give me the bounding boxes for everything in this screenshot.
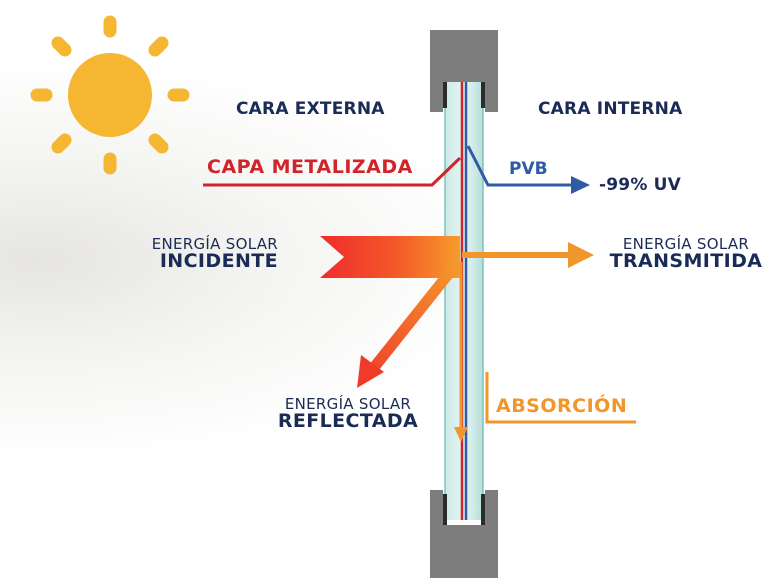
metal-coating-leader [203, 156, 462, 187]
glass-panel [444, 78, 484, 520]
inner-face-label: CARA INTERNA [538, 99, 683, 119]
pvb-label: PVB [509, 159, 548, 179]
transmitted-energy-arrow [462, 242, 594, 268]
reflected-energy-line2: REFLECTADA [277, 410, 419, 432]
incident-energy-line2: INCIDENTE [159, 250, 278, 272]
reflected-energy-label: ENERGÍA SOLAR REFLECTADA [268, 397, 428, 431]
uv-label: -99% UV [599, 175, 682, 195]
sun-icon [30, 15, 190, 175]
transmitted-energy-line1: ENERGÍA SOLAR [622, 235, 750, 253]
reflected-energy-line1: ENERGÍA SOLAR [284, 395, 412, 413]
transmitted-energy-line2: TRANSMITIDA [609, 250, 763, 272]
pvb-uv-arrow [466, 145, 590, 194]
absorption-label: ABSORCIÓN [496, 395, 628, 417]
incident-energy-line1: ENERGÍA SOLAR [151, 235, 278, 253]
incident-energy-label: ENERGÍA SOLAR INCIDENTE [132, 237, 278, 271]
incident-energy-arrow [320, 236, 460, 278]
metal-coating-label: CAPA METALIZADA [207, 156, 413, 178]
bottom-frame [430, 490, 498, 578]
reflected-energy-arrow [357, 258, 463, 388]
top-frame [430, 30, 498, 112]
absorption-arrow [454, 262, 636, 442]
transmitted-energy-label: ENERGÍA SOLAR TRANSMITIDA [606, 237, 766, 271]
outer-face-label: CARA EXTERNA [236, 99, 385, 119]
